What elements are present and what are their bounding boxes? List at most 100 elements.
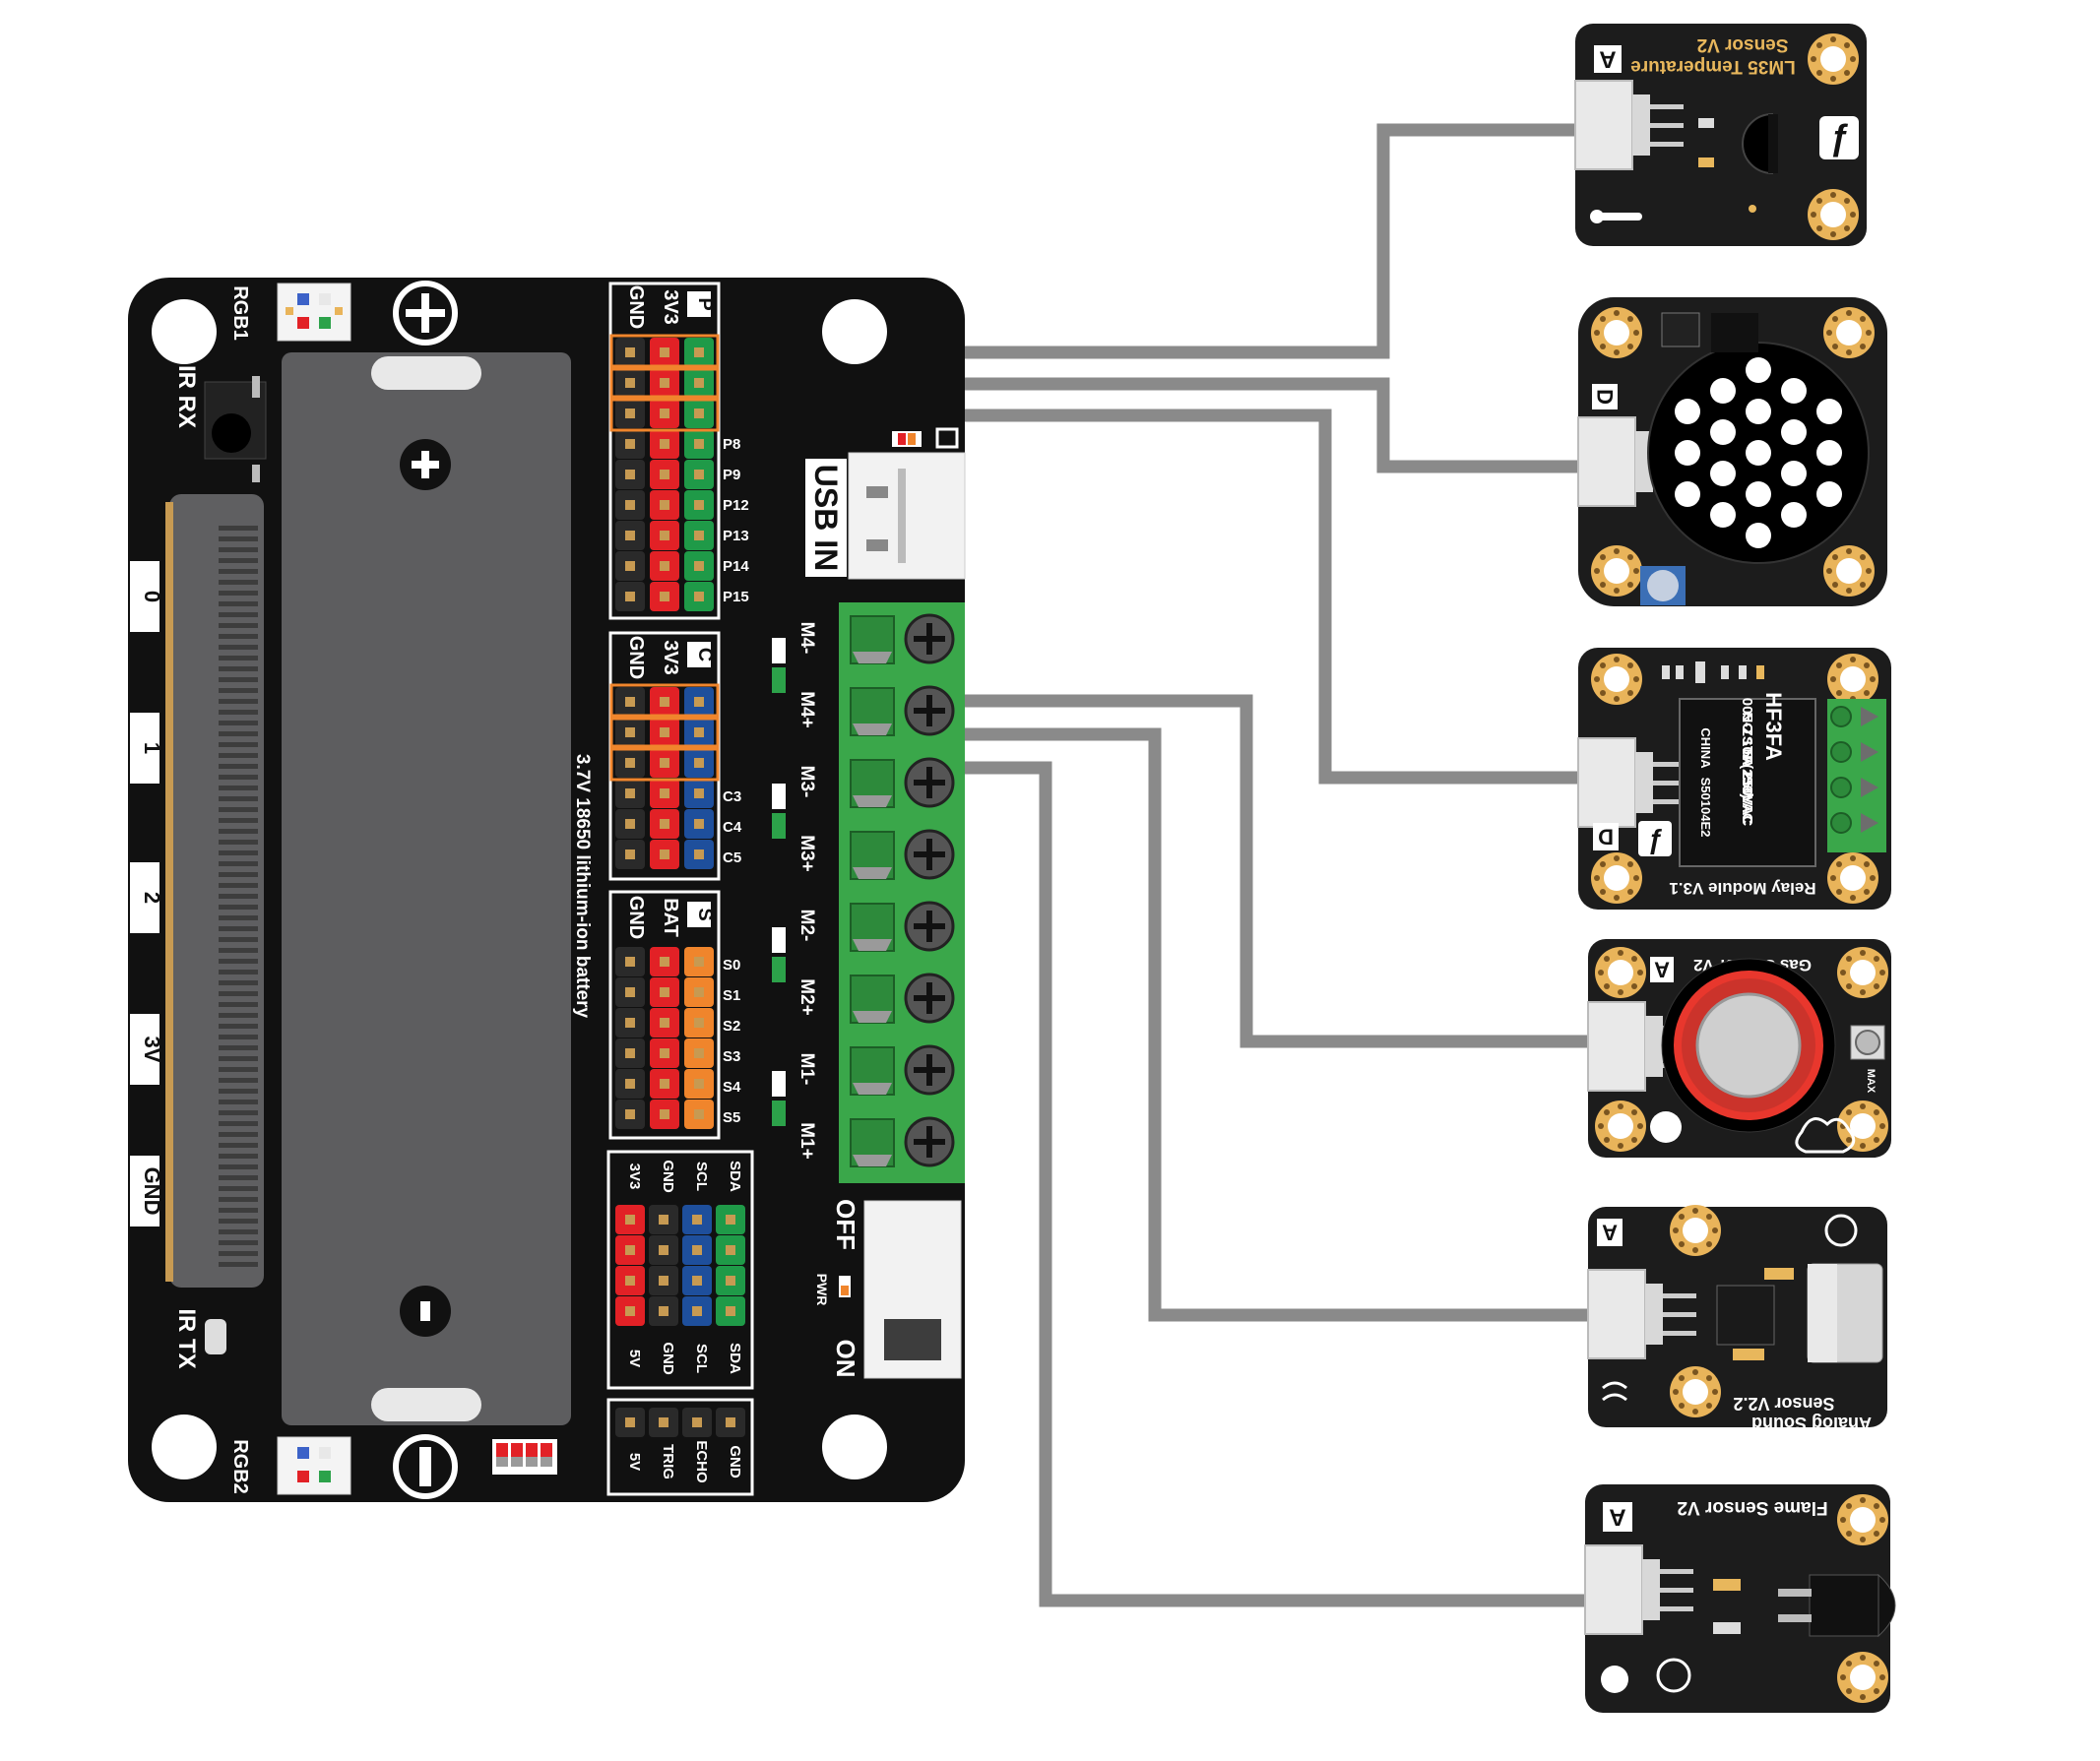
module-flame-sensor: A Flame Sensor V2 xyxy=(1584,1484,1896,1713)
robot-icon xyxy=(1650,1111,1682,1143)
module-sound-sensor: A Analog Sound Sensor V2.2 xyxy=(1587,1205,1887,1433)
temperature-title: LM35 Temperature xyxy=(1630,56,1796,77)
cloud-icon xyxy=(1795,1117,1856,1154)
edge-pin-label: 2 xyxy=(140,892,164,904)
rgb1-led xyxy=(277,283,351,342)
module-speaker: D xyxy=(1577,297,1887,606)
p_group-pin-label: P8 xyxy=(723,436,740,453)
i2c-top-label: 3V3 xyxy=(626,1164,643,1190)
p_group-header-2: 3V3 xyxy=(660,289,681,325)
flame-ir-receiver-icon xyxy=(1809,1574,1879,1637)
i2c-bottom-label: GND xyxy=(660,1342,676,1375)
p_group-pin-label: P15 xyxy=(723,589,749,605)
thermometer-icon xyxy=(1590,210,1642,223)
board-minus-icon xyxy=(393,1434,458,1499)
c_group-pin-label: C4 xyxy=(723,819,742,836)
sound-subtitle: Sensor V2.2 xyxy=(1733,1394,1834,1414)
i2c-top-label: SCL xyxy=(693,1162,710,1191)
gas-max-label: MAX xyxy=(1865,1069,1877,1094)
s_group-header-2: BAT xyxy=(660,898,681,937)
dfrobot-logo-icon: ƒ xyxy=(1829,117,1849,157)
s_group-pin-label: S3 xyxy=(723,1048,740,1065)
battery-holder xyxy=(282,352,571,1425)
edge-pin-label: 3V xyxy=(140,1037,164,1063)
motor-label: M3- xyxy=(796,766,817,798)
off-label: OFF xyxy=(831,1199,860,1250)
c_group-pin-label: C5 xyxy=(723,849,741,866)
rgb1-label: RGB1 xyxy=(229,285,251,341)
ir-receiver xyxy=(204,376,267,482)
module-gas-sensor: A Gas Sensor V2 MAX xyxy=(1587,939,1891,1158)
relay-marking: HF3FA xyxy=(1761,692,1786,761)
wire-speaker xyxy=(694,377,1580,473)
s_group-header-gnd: GND xyxy=(625,896,647,939)
p_group-pin-label: P14 xyxy=(723,558,749,575)
s_group-pin-label: S1 xyxy=(723,987,740,1004)
relay-marking: 5A 250VAC xyxy=(1739,749,1755,827)
speaker-tag: D xyxy=(1593,389,1618,405)
rgb2-led xyxy=(277,1436,351,1495)
edge-connector xyxy=(165,494,264,1288)
s_group-pin-label: S0 xyxy=(723,957,740,974)
sound-title: Analog Sound xyxy=(1751,1414,1872,1433)
sound-wave-icon xyxy=(1602,1381,1627,1402)
motor-label: M1- xyxy=(796,1053,817,1086)
robot-flame-icon xyxy=(1656,1658,1691,1693)
motor-label: M4+ xyxy=(796,691,817,728)
wire-temperature xyxy=(694,123,1580,359)
relay-marking: 005-ZSTF(136) xyxy=(1739,698,1755,799)
flame-icon xyxy=(1601,1666,1628,1693)
ultrasonic-label: TRIG xyxy=(660,1444,676,1479)
edge-pin-label: GND xyxy=(140,1167,164,1216)
ultrasonic-label: 5V xyxy=(626,1453,643,1471)
c_group-pin-label: C3 xyxy=(723,788,741,805)
i2c-bottom-label: SDA xyxy=(727,1343,743,1374)
board-plus-icon xyxy=(393,281,458,346)
relay-title: Relay Module V3.1 xyxy=(1669,879,1815,898)
flame-title: Flame Sensor V2 xyxy=(1677,1497,1827,1518)
i2c-top-label: GND xyxy=(660,1160,676,1193)
motor-label: M3+ xyxy=(796,835,817,872)
s_group-pin-label: S4 xyxy=(723,1079,741,1096)
ir-rx-label: IR RX xyxy=(173,365,200,428)
sound-chip xyxy=(1716,1285,1775,1346)
mount-hole-br xyxy=(822,1415,887,1479)
motor-label: M4- xyxy=(796,622,817,655)
usb-port xyxy=(848,452,966,580)
p_group-pin-label: P9 xyxy=(723,467,740,483)
c_group-group-letter: C xyxy=(694,648,716,661)
pwr-label: PWR xyxy=(814,1274,830,1306)
ultrasonic-label: GND xyxy=(727,1445,743,1478)
sound-tag: A xyxy=(1602,1221,1618,1245)
motor-label: M2+ xyxy=(796,978,817,1016)
potentiometer-icon xyxy=(1647,570,1679,601)
temperature-tag: A xyxy=(1599,46,1616,73)
p_group-group-letter: P xyxy=(694,297,716,310)
gas-tag: A xyxy=(1654,958,1670,982)
flame-tag: A xyxy=(1609,1504,1625,1531)
motor-label: M2- xyxy=(796,910,817,942)
wire-relay xyxy=(694,409,1580,785)
temperature-subtitle: Sensor V2 xyxy=(1697,34,1789,55)
relay-marking: NO 10A 250VAC xyxy=(1739,712,1755,824)
ir-tx-label: IR TX xyxy=(173,1308,200,1368)
p_group-pin-label: P12 xyxy=(723,497,749,514)
robot-sound-icon xyxy=(1824,1214,1858,1247)
on-label: ON xyxy=(831,1340,860,1378)
c_group-header-2: 3V3 xyxy=(660,640,681,675)
power-switch[interactable] xyxy=(863,1200,962,1379)
i2c-bottom-label: 5V xyxy=(626,1350,643,1367)
relay-tag: D xyxy=(1598,825,1614,849)
battery-level-leds xyxy=(492,1439,557,1475)
relay-body xyxy=(1679,698,1816,867)
edge-pin-label: 1 xyxy=(140,742,164,754)
p_group-pin-label: P13 xyxy=(723,528,749,544)
dfrobot-logo-relay-icon: ƒ xyxy=(1647,824,1663,854)
relay-marking: CHINA xyxy=(1698,727,1713,769)
p_group-header-gnd: GND xyxy=(625,285,647,329)
module-temperature-sensor: A LM35 Temperature Sensor V2 ƒ xyxy=(1574,24,1867,246)
c_group-header-gnd: GND xyxy=(625,636,647,679)
